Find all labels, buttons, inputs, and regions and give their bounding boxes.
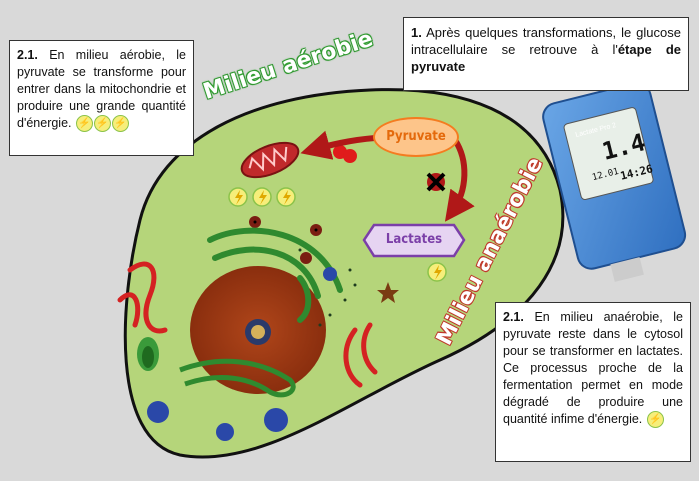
- anaerobic-arrow: [444, 138, 475, 222]
- lightning-bolt-icon: [276, 187, 296, 207]
- lightning-bolt-icon: ⚡: [646, 411, 664, 429]
- box-text: En milieu anaérobie, le pyruvate reste d…: [503, 310, 683, 426]
- box-number: 1.: [411, 25, 422, 40]
- star: [377, 282, 399, 303]
- aerobic-arrow: [300, 130, 376, 160]
- aerobic-info-box: 2.1. En milieu aérobie, le pyruvate se t…: [9, 40, 194, 156]
- pyruvate-label: Pyruvate: [373, 117, 459, 157]
- cross-icon: [426, 172, 446, 192]
- endoplasmic-reticulum: [179, 358, 296, 398]
- intro-info-box: 1. Après quelques transformations, le gl…: [403, 17, 689, 91]
- lysosome: [147, 401, 169, 423]
- box-text: Après quelques transformations, le gluco…: [411, 25, 681, 57]
- lightning-bolt-icon: [228, 187, 248, 207]
- lightning-bolt-icon: ⚡: [94, 115, 111, 133]
- mitochondrion: [240, 141, 300, 179]
- box-number: 2.1.: [503, 310, 524, 324]
- mitochondrion: [343, 322, 378, 388]
- lysosome: [323, 267, 337, 281]
- box-bold-text: étape de pyruvate: [411, 42, 681, 74]
- lysosome: [216, 423, 234, 441]
- mitochondrion: [117, 261, 168, 334]
- lysosome: [264, 408, 288, 432]
- lightning-bolt-icon: [427, 262, 447, 282]
- lightning-bolt-icon: ⚡: [76, 115, 93, 133]
- lactates-badge: [362, 223, 466, 258]
- lightning-bolt-icon: [252, 187, 272, 207]
- box-text: En milieu aérobie, le pyruvate se transf…: [17, 48, 186, 130]
- lightning-bolt-icon: ⚡: [112, 115, 129, 133]
- anaerobic-info-box: 2.1. En milieu anaérobie, le pyruvate re…: [495, 302, 691, 462]
- box-number: 2.1.: [17, 48, 38, 62]
- lactates-label: Lactates: [385, 232, 443, 247]
- lactate-meter-device: [542, 82, 687, 282]
